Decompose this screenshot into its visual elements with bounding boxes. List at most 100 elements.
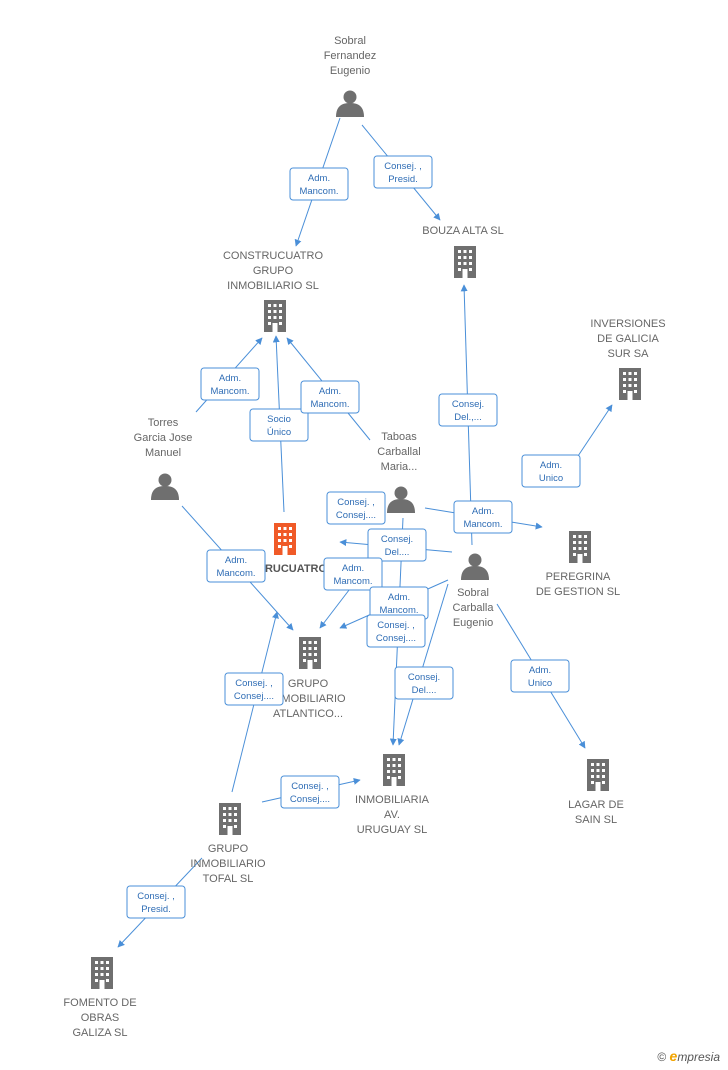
relation-label-text: Consej. , (377, 620, 415, 631)
node-label: INMOBILIARIO SL (227, 280, 319, 292)
relation-label[interactable]: Consej. Del.,... (438, 393, 498, 427)
relation-label-text: Mancom. (463, 519, 502, 530)
relation-label[interactable]: Adm. Mancom. (323, 557, 383, 591)
relation-label[interactable]: Adm. Mancom. (453, 500, 513, 534)
node-label: Manuel (145, 447, 181, 459)
relation-label-text: Del.... (385, 547, 410, 558)
copyright-symbol: © (657, 1050, 667, 1064)
node-taboas-carballal[interactable]: TaboasCarballalMaria... (377, 431, 421, 513)
footer-brand: © empresia (657, 1048, 720, 1064)
node-label: Torres (148, 417, 179, 429)
node-label: Taboas (381, 431, 417, 443)
relation-label-text: Mancom. (299, 186, 338, 197)
relation-label[interactable]: Adm.Mancom. (200, 367, 260, 401)
node-label: INMOBILIARIO (190, 858, 266, 870)
node-focus[interactable]: RUCUATRO (265, 523, 328, 575)
node-label: OBRAS (81, 1012, 120, 1024)
relation-label[interactable]: Consej. , Presid. (126, 885, 186, 919)
relation-label-box (453, 500, 513, 534)
node-label: GRUPO (288, 678, 329, 690)
building-icon (264, 300, 286, 332)
relation-label-box (438, 393, 498, 427)
building-icon (619, 368, 641, 400)
relation-label-text: Mancom. (216, 568, 255, 579)
relation-label-text: Adm. (342, 563, 364, 574)
node-label: Carballa (453, 602, 495, 614)
building-icon (274, 523, 296, 555)
node-label: GRUPO (208, 843, 249, 855)
brand-name: mpresia (677, 1050, 720, 1064)
relation-label-text: Consej.... (234, 691, 274, 702)
node-label: Sobral (334, 35, 366, 47)
relation-label[interactable]: Consej. ,Presid. (373, 155, 433, 189)
node-label: SUR SA (608, 348, 650, 360)
relation-label-text: Consej.... (336, 510, 376, 521)
relation-label-text: Adm. (219, 373, 241, 384)
relation-label[interactable]: Consej. ,Consej.... (280, 775, 340, 809)
node-label: Eugenio (330, 65, 370, 77)
building-icon (569, 531, 591, 563)
relation-label[interactable]: Adm.Mancom. (206, 549, 266, 583)
building-icon (91, 957, 113, 989)
relation-label-box (126, 885, 186, 919)
relation-label-text: Del.... (412, 685, 437, 696)
relation-label-box (289, 167, 349, 201)
relation-label[interactable]: Adm.Mancom. (369, 586, 429, 620)
relation-label-text: Consej. (408, 672, 440, 683)
relation-edge (397, 583, 449, 746)
relation-label-box (366, 614, 426, 648)
node-label: INMOBILIARIA (355, 794, 430, 806)
relation-label[interactable]: Consej. ,Consej.... (366, 614, 426, 648)
node-label: PEREGRINA (546, 571, 611, 583)
relation-label-text: Consej. (452, 399, 484, 410)
node-label: Maria... (381, 461, 418, 473)
relation-label-text: Consej. , (137, 891, 175, 902)
node-label: INMOBILIARIO (270, 693, 346, 705)
relation-label[interactable]: Consej. Del.... (394, 666, 454, 700)
relation-label-text: Consej.... (290, 794, 330, 805)
relation-label[interactable]: Consej. ,Consej.... (224, 672, 284, 706)
relation-label-text: Consej. , (337, 497, 375, 508)
relation-label[interactable]: Adm.Unico (521, 454, 581, 488)
relation-label[interactable]: Adm.Mancom. (300, 380, 360, 414)
relation-label[interactable]: Adm. Mancom. (289, 167, 349, 201)
relation-label-text: Adm. (388, 592, 410, 603)
building-icon (454, 246, 476, 278)
relation-label[interactable]: Consej. , Consej.... (326, 491, 386, 525)
node-peregrina[interactable]: PEREGRINA DE GESTION SL (536, 531, 620, 598)
relation-label[interactable]: Adm.Unico (510, 659, 570, 693)
relation-label-box (249, 408, 309, 442)
person-icon (387, 486, 415, 513)
person-icon (151, 473, 179, 500)
node-label: SAIN SL (575, 814, 617, 826)
node-label: LAGAR DE (568, 799, 624, 811)
node-label: TOFAL SL (203, 873, 254, 885)
node-label: GRUPO (253, 265, 294, 277)
person-icon (336, 90, 364, 117)
relation-label-text: Del.,... (454, 412, 481, 423)
relation-label-box (326, 491, 386, 525)
relation-label-text: Adm. (472, 506, 494, 517)
person-icon (461, 553, 489, 580)
relation-label[interactable]: Consej.Del.... (367, 528, 427, 562)
relation-label-text: Adm. (540, 460, 562, 471)
relation-label-box (323, 557, 383, 591)
relation-label-box (367, 528, 427, 562)
node-lagar-sain[interactable]: LAGAR DE SAIN SL (568, 759, 624, 826)
node-grupo-tofal[interactable]: GRUPO INMOBILIARIO TOFAL SL (190, 803, 266, 885)
node-grupo-atlantico[interactable]: GRUPOINMOBILIARIOATLANTICO... (270, 637, 346, 720)
node-bouza-alta[interactable]: BOUZA ALTA SL (422, 225, 504, 278)
relation-label-text: Mancom. (333, 576, 372, 587)
node-label: URUGUAY SL (357, 824, 428, 836)
relation-label-text: Adm. (308, 173, 330, 184)
relation-label-text: Presid. (141, 904, 171, 915)
node-label: DE GESTION SL (536, 586, 620, 598)
